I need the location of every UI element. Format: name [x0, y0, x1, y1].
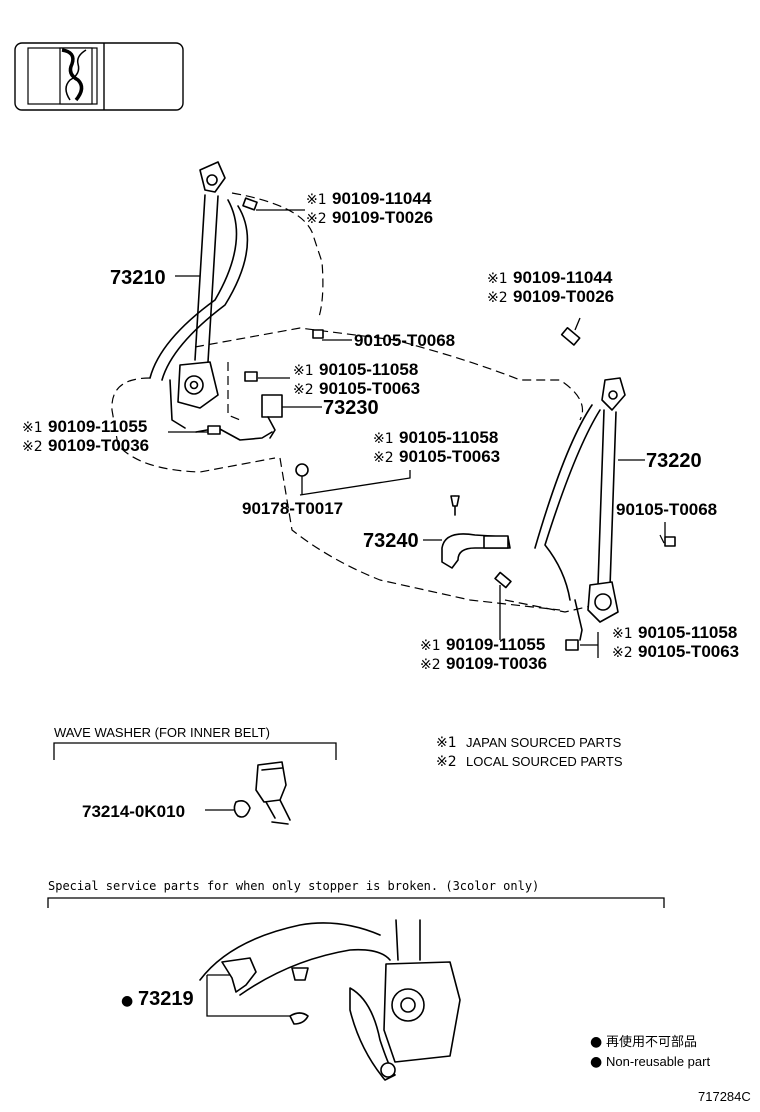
- part-label-90109-t0026: 90109-T0026: [332, 208, 433, 227]
- part-label-73220: 73220: [646, 450, 702, 472]
- dot-mark: ●: [590, 1034, 602, 1050]
- special-service-title: Special service parts for when only stop…: [48, 879, 539, 893]
- part-label-90109-11055-center: 90109-11055: [446, 635, 545, 654]
- buckle-73230: [195, 371, 309, 477]
- nonreusable-en: Non-reusable part: [606, 1054, 710, 1069]
- seat-belt-73220: [494, 326, 676, 651]
- part-label-90105-t0063-right: 90105-T0063: [638, 642, 739, 661]
- mark-1: ※1: [612, 626, 633, 642]
- part-label-90109-t0036: 90109-T0036: [48, 436, 149, 455]
- legend-mark-2: ※2: [436, 754, 457, 770]
- part-label-90178-t0017: 90178-T0017: [242, 499, 343, 518]
- buckle-73240: [441, 495, 511, 569]
- body-outline-dashed: [111, 192, 666, 613]
- part-label-73219: 73219: [138, 988, 194, 1010]
- nonreusable-legend: ● 再使用不可部品 ● Non-reusable part: [590, 1034, 710, 1070]
- wave-washer-title: WAVE WASHER (FOR INNER BELT): [54, 725, 270, 740]
- part-label-90105-11058-right: 90105-11058: [638, 623, 737, 642]
- mark-2: ※2: [306, 211, 327, 227]
- mark-2: ※2: [612, 645, 633, 661]
- part-label-90105-t0063: 90105-T0063: [319, 379, 420, 398]
- legend-japan-sourced: JAPAN SOURCED PARTS: [466, 735, 622, 750]
- mark-2: ※2: [420, 657, 441, 673]
- mark-1: ※1: [373, 431, 394, 447]
- mark-1: ※1: [306, 192, 327, 208]
- mark-1: ※1: [293, 363, 314, 379]
- part-label-73210: 73210: [110, 267, 166, 289]
- part-label-73230: 73230: [323, 397, 379, 419]
- dot-mark: ●: [121, 993, 133, 1009]
- part-label-90109-t0036-center: 90109-T0036: [446, 654, 547, 673]
- part-label-90105-t0068: 90105-T0068: [354, 331, 455, 350]
- part-label-73240: 73240: [363, 530, 419, 552]
- mark-2: ※2: [22, 439, 43, 455]
- part-label-90109-11044-right: 90109-11044: [513, 268, 613, 287]
- mark-1: ※1: [22, 420, 43, 436]
- mark-2: ※2: [373, 450, 394, 466]
- mark-1: ※1: [420, 638, 441, 654]
- wave-washer-inset: WAVE WASHER (FOR INNER BELT) 73214-0K010: [53, 725, 337, 825]
- part-label-90109-11055: 90109-11055: [48, 417, 147, 436]
- part-label-90105-t0063-center: 90105-T0063: [399, 447, 500, 466]
- part-label-90105-t0068-right: 90105-T0068: [616, 500, 717, 519]
- dot-mark: ●: [590, 1054, 602, 1070]
- legend-local-sourced: LOCAL SOURCED PARTS: [466, 754, 623, 769]
- mark-2: ※2: [293, 382, 314, 398]
- location-icon: [14, 42, 184, 111]
- part-label-90109-11044: 90109-11044: [332, 189, 432, 208]
- part-label-90105-11058: 90105-11058: [319, 360, 418, 379]
- mark-2: ※2: [487, 290, 508, 306]
- nonreusable-jp: 再使用不可部品: [606, 1034, 697, 1049]
- special-service-inset: Special service parts for when only stop…: [47, 879, 665, 1081]
- part-label-73214-0k010: 73214-0K010: [82, 802, 185, 821]
- mark-1: ※1: [487, 271, 508, 287]
- part-label-90109-t0026-right: 90109-T0026: [513, 287, 614, 306]
- part-label-90105-11058-center: 90105-11058: [399, 428, 498, 447]
- figure-id: 717284C: [698, 1089, 751, 1104]
- seat-belt-73210: [149, 161, 324, 429]
- leader-lines: [168, 209, 666, 1017]
- part-labels: ※1 90109-11044 ※2 90109-T0026 73210 ※1 9…: [22, 189, 739, 673]
- legend-mark-1: ※1: [436, 735, 457, 751]
- legend: ※1 JAPAN SOURCED PARTS ※2 LOCAL SOURCED …: [436, 735, 623, 770]
